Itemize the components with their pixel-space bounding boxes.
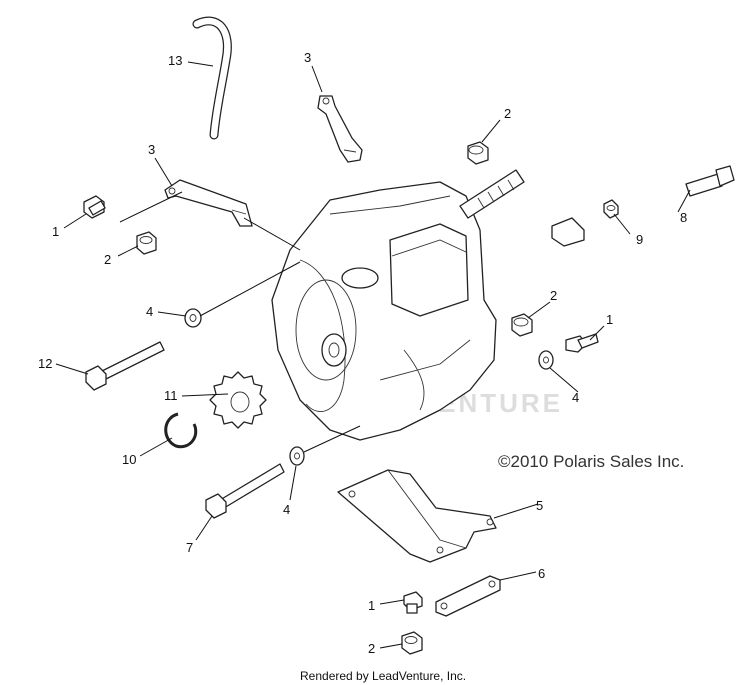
callout-10: 10 — [122, 452, 136, 467]
callout-11: 11 — [164, 388, 178, 403]
callout-1-right: 1 — [606, 312, 613, 327]
callout-2-top: 2 — [504, 106, 511, 121]
part-10-snap-ring — [164, 412, 198, 449]
part-7-bolt — [205, 463, 285, 519]
callout-labels: 13 3 3 2 1 2 8 9 4 2 1 12 4 11 10 4 5 7 … — [38, 50, 687, 656]
part-1-bolt-left — [83, 195, 106, 219]
callout-2-right: 2 — [550, 288, 557, 303]
callout-8: 8 — [680, 210, 687, 225]
callout-3-upper: 3 — [304, 50, 311, 65]
part-1-bolt-bottom — [403, 591, 423, 614]
callout-4-right: 4 — [572, 390, 579, 405]
part-2-nut-right — [511, 313, 533, 337]
callout-12: 12 — [38, 356, 52, 371]
callout-2-bottom: 2 — [368, 641, 375, 656]
callout-4-bottom: 4 — [283, 502, 290, 517]
part-2-nut-top-right — [467, 141, 489, 165]
callout-9: 9 — [636, 232, 643, 247]
leader-lines — [55, 61, 691, 649]
part-4-washer-left — [184, 308, 202, 328]
part-6-plate — [435, 575, 501, 617]
callout-5: 5 — [536, 498, 543, 513]
footer-credit: Rendered by LeadVenture, Inc. — [300, 669, 466, 683]
callout-6: 6 — [538, 566, 545, 581]
callout-1-left: 1 — [52, 224, 59, 239]
callout-3-left: 3 — [148, 142, 155, 157]
callout-1-bottom: 1 — [368, 598, 375, 613]
callout-2-left: 2 — [104, 252, 111, 267]
part-4-washer-bottom — [289, 446, 305, 466]
callout-13: 13 — [168, 53, 182, 68]
part-5-mount-bracket — [337, 469, 497, 563]
part-9-nut — [603, 199, 619, 219]
part-4-washer-right — [538, 350, 554, 370]
part-12-long-bolt — [85, 341, 165, 391]
part-13-hose — [192, 16, 232, 140]
part-2-nut-left — [136, 231, 157, 255]
gearcase-assembly — [271, 169, 525, 441]
part-2-nut-bottom — [401, 631, 423, 655]
callout-4-left: 4 — [146, 304, 153, 319]
copyright-text: ©2010 Polaris Sales Inc. — [498, 452, 684, 471]
part-3-bracket-upper — [317, 95, 363, 163]
part-8-bolt — [685, 165, 735, 197]
part-11-sprocket — [209, 371, 267, 429]
callout-7: 7 — [186, 540, 193, 555]
spacer-sleeve — [551, 217, 585, 247]
part-3-bracket-left — [164, 179, 253, 227]
